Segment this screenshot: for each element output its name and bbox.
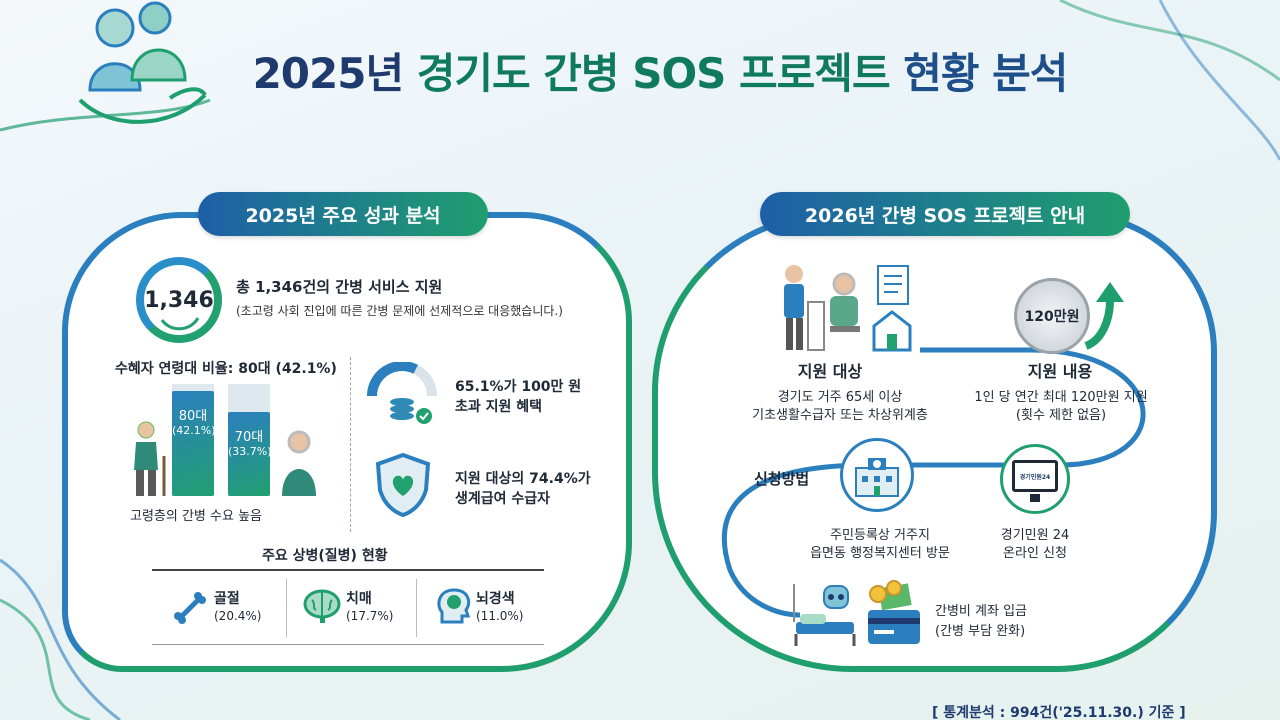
apply-title: 신청방법	[754, 470, 810, 488]
vertical-divider	[350, 357, 351, 532]
age-bar-80-label: 80대	[178, 409, 208, 424]
disease-cell-divider-1	[286, 579, 287, 637]
coin-stack-gauge-icon	[367, 362, 437, 424]
deposit-line2: (간병 부담 완화)	[935, 624, 1026, 639]
page-title: 2025년 경기도 간병 SOS 프로젝트 현황 분석	[180, 40, 1140, 101]
target-line2: 기초생활수급자 또는 차상위계층	[752, 408, 928, 423]
disease-1-pct: (20.4%)	[214, 609, 262, 623]
monitor-screen-text: 경기민원24	[1019, 473, 1051, 481]
hand-icon	[160, 317, 200, 331]
disease-2-name: 치매	[346, 591, 372, 607]
disease-1-name: 골절	[214, 591, 240, 607]
total-description: (초고령 사회 진입에 따른 간병 문제에 선제적으로 대응했습니다.)	[236, 304, 563, 318]
process-flow-path	[721, 347, 1146, 618]
growth-arrow-icon	[1084, 282, 1124, 350]
brain-icon	[303, 589, 341, 623]
disease-2-pct: (17.7%)	[346, 609, 394, 623]
online-line2: 온라인 신청	[1003, 546, 1067, 561]
stat2-line2: 생계급여 수급자	[455, 491, 551, 507]
shield-heart-icon	[375, 452, 431, 518]
hospital-bed-robot-icon	[793, 584, 856, 646]
money-card-icon	[868, 580, 920, 644]
left-section-header: 2025년 주요 성과 분석	[198, 192, 488, 236]
stat1-line2: 초과 지원 혜택	[455, 399, 543, 415]
elderly-woman-icon	[282, 430, 316, 496]
stat2-line1: 지원 대상의 74.4%가	[455, 471, 591, 487]
age-chart-caption: 고령층의 간병 수요 높음	[130, 509, 262, 524]
community-center-icon	[855, 458, 899, 497]
content-line2: (횟수 제한 없음)	[1015, 408, 1107, 423]
age-chart-title: 수혜자 연령대 비율: 80대 (42.1%)	[115, 361, 337, 377]
content-title: 지원 내용	[1027, 362, 1093, 381]
monitor-icon: 경기민원24	[1012, 460, 1058, 492]
right-section-header: 2026년 간병 SOS 프로젝트 안내	[760, 192, 1130, 236]
age-bar-80-pct: (42.1%)	[172, 424, 216, 437]
monitor-stand	[1030, 494, 1040, 502]
footer-note: [ 통계분석 : 994건('25.11.30.) 기준 ]	[932, 705, 1186, 720]
elderly-couple-house-icon	[784, 265, 912, 352]
head-brain-icon	[437, 588, 471, 624]
target-line1: 경기도 거주 65세 이상	[777, 390, 903, 405]
elderly-man-icon	[134, 421, 166, 496]
age-bar-70: 70대 (33.7%)	[228, 412, 272, 496]
title-region: 경기도	[416, 49, 531, 98]
office-line1: 주민등록상 거주지	[830, 528, 930, 543]
title-project: 간병 SOS 프로젝트	[543, 49, 890, 98]
age-bar-70-label: 70대	[234, 430, 264, 445]
age-bar-80: 80대 (42.1%)	[172, 391, 216, 496]
disease-cell-divider-2	[416, 579, 417, 637]
disease-3-name: 뇌경색	[476, 591, 515, 607]
care-hands-logo-icon	[78, 1, 207, 124]
online-line1: 경기민원 24	[1000, 528, 1070, 543]
deposit-line1: 간병비 계좌 입금	[935, 604, 1027, 619]
target-title: 지원 대상	[797, 362, 863, 381]
office-line2: 읍면동 행정복지센터 방문	[810, 546, 950, 561]
title-year: 2025년	[252, 49, 405, 98]
bone-icon	[174, 592, 206, 624]
coin-amount: 120만원	[1024, 309, 1080, 325]
total-title: 총 1,346건의 간병 서비스 지원	[236, 278, 443, 296]
disease-table-title: 주요 상병(질병) 현황	[262, 548, 388, 564]
title-analysis: 현황 분석	[903, 49, 1068, 98]
age-bar-70-pct: (33.7%)	[228, 445, 272, 458]
stat1-line1: 65.1%가 100만 원	[455, 379, 582, 395]
coin-120-icon: 120만원	[1014, 278, 1090, 354]
content-line1: 1인 당 연간 최대 120만원 지원	[974, 390, 1148, 405]
disease-table	[152, 569, 544, 645]
disease-3-pct: (11.0%)	[476, 609, 524, 623]
